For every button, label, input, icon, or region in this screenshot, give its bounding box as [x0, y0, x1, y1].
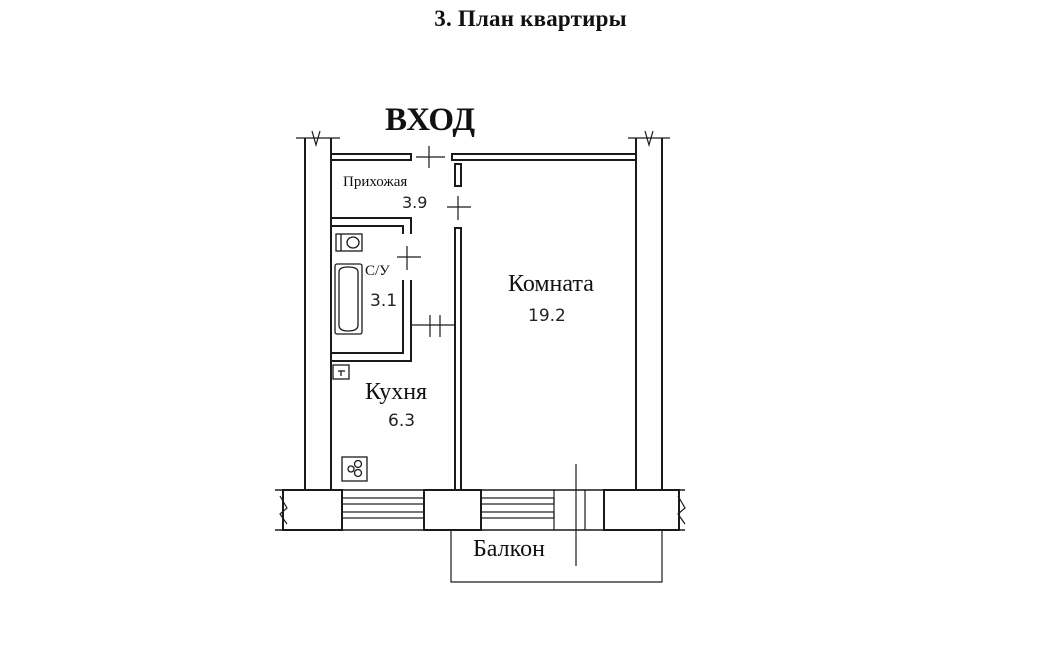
bathtub-icon [334, 263, 363, 335]
page-title: 3. План квартиры [434, 6, 627, 31]
room-area-kitchen: 6.3 [388, 411, 415, 431]
stove-icon [341, 456, 368, 482]
bottom-facade-wall [275, 464, 686, 566]
room-label-bathroom: С/У [365, 263, 390, 279]
room-area-bathroom: 3.1 [370, 291, 397, 311]
room-area-room: 19.2 [528, 306, 566, 326]
room-label-room: Комната [508, 271, 594, 297]
entrance-label: ВХОД [385, 102, 475, 138]
room-area-hallway: 3.9 [402, 193, 427, 212]
top-wall [330, 146, 637, 168]
right-outer-wall [628, 130, 670, 490]
balcony-outline [450, 530, 663, 583]
bathroom-walls [331, 217, 455, 362]
sink-icon [332, 364, 350, 380]
inner-partition [447, 163, 471, 491]
toilet-icon [335, 233, 363, 252]
room-label-kitchen: Кухня [365, 379, 427, 405]
room-label-hallway: Прихожая [343, 174, 407, 190]
room-label-balcony: Балкон [473, 536, 545, 562]
left-outer-wall [296, 130, 340, 490]
